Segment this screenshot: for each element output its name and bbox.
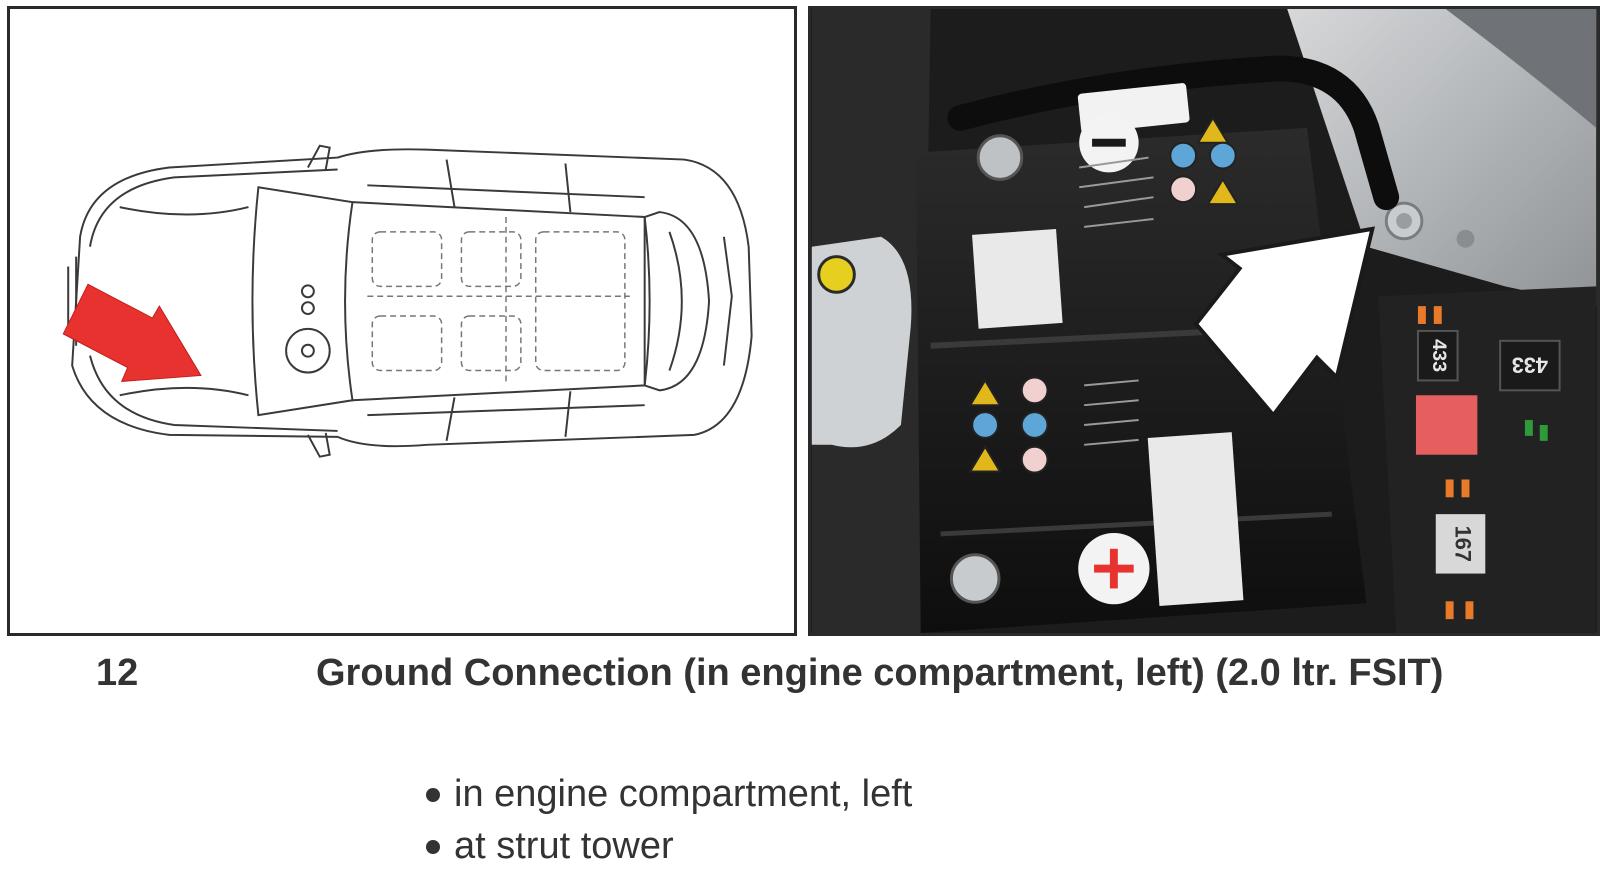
- relay-label: 433: [1428, 339, 1450, 372]
- relay-label: 167: [1451, 526, 1476, 562]
- car-diagram-panel: [7, 6, 797, 636]
- engine-bay-photo-panel: 433 433 167: [808, 6, 1600, 636]
- figure-number: 12: [96, 652, 139, 694]
- location-list: in engine compartment, left at strut tow…: [424, 768, 912, 872]
- figure-title: Ground Connection (in engine compartment…: [316, 652, 1444, 694]
- relay-label: 433: [1512, 353, 1548, 378]
- list-item: in engine compartment, left: [424, 768, 912, 820]
- white-arrow-icon: [1193, 226, 1376, 419]
- red-arrow-icon: [62, 283, 202, 382]
- list-item: at strut tower: [424, 820, 912, 872]
- car-top-view-icon: [62, 144, 753, 458]
- engine-bay-photo-icon: 433 433 167: [811, 9, 1597, 633]
